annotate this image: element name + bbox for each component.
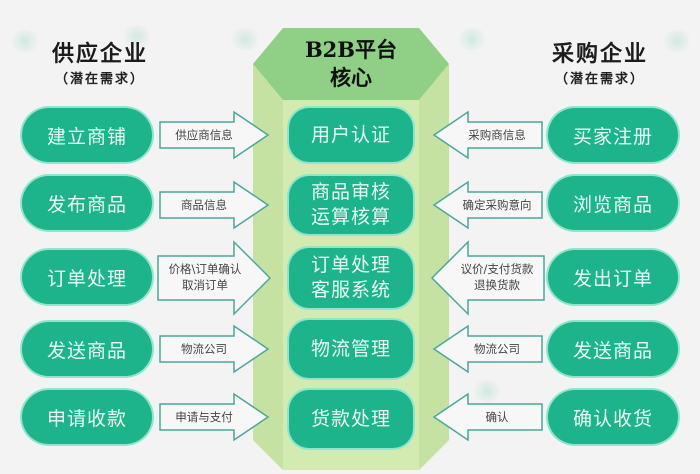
arrow-left-icon [432, 324, 543, 374]
supplier-title: 供应企业 [51, 42, 148, 67]
arrow-left-icon [432, 180, 543, 230]
buyer-step-ship-product[interactable]: 发送商品 [548, 322, 678, 376]
module-label: 订单处理 [310, 254, 391, 276]
arrow-right-product-info: 商品信息 [158, 180, 270, 230]
buyer-step-register[interactable]: 买家注册 [548, 108, 678, 162]
module-label: 商品审核 [310, 181, 391, 203]
arrow-label: 议价/支付货款 [460, 262, 534, 276]
arrow-label: 确定采购意向 [462, 198, 532, 212]
arrow-label: 商品信息 [181, 198, 227, 212]
supplier-step-publish-product[interactable]: 发布商品 [22, 176, 152, 230]
module-logistics[interactable]: 物流管理 [289, 320, 413, 378]
platform-title-line1: B2B平台 [304, 37, 398, 62]
module-label: 客服系统 [310, 279, 391, 301]
arrow-right-order-confirm: 价格\订单确认 取消订单 [156, 240, 272, 316]
arrow-left-buyer-info: 采购商信息 [432, 110, 544, 160]
buyer-step-place-order[interactable]: 发出订单 [548, 250, 678, 304]
watermark-blob [8, 30, 42, 52]
module-label: 物流管理 [310, 337, 391, 360]
platform-title-line2: 核心 [330, 65, 372, 90]
arrow-left-icon [432, 110, 543, 160]
arrow-label: 采购商信息 [468, 128, 526, 142]
arrow-label: 确认 [485, 410, 509, 424]
arrow-left-confirm: 确认 [432, 392, 544, 442]
module-product-review[interactable]: 商品审核 运算核算 [289, 176, 413, 234]
watermark-blob [660, 30, 694, 52]
arrow-right-apply-payment: 申请与支付 [158, 392, 270, 442]
arrow-left-logistics: 物流公司 [432, 324, 544, 374]
buyer-title: 采购企业 [551, 42, 648, 67]
platform-title: B2B平台 核心 [253, 28, 449, 100]
arrow-label: 物流公司 [474, 342, 520, 356]
arrow-right-icon [159, 392, 270, 442]
arrow-right-icon [159, 110, 270, 160]
arrow-right-icon [159, 324, 270, 374]
arrow-right-icon [159, 180, 270, 230]
supplier-step-request-payment[interactable]: 申请收款 [22, 390, 152, 444]
watermark-blob [455, 28, 489, 50]
arrow-label: 物流公司 [181, 342, 227, 356]
arrow-right-icon [157, 240, 272, 316]
supplier-step-ship-product[interactable]: 发送商品 [22, 322, 152, 376]
arrow-right-logistics: 物流公司 [158, 324, 270, 374]
arrow-left-icon [430, 240, 545, 316]
supplier-step-open-store[interactable]: 建立商铺 [22, 108, 152, 162]
arrow-left-purchase-intent: 确定采购意向 [432, 180, 544, 230]
module-payment[interactable]: 货款处理 [289, 390, 413, 448]
arrow-label: 申请与支付 [175, 410, 233, 424]
arrow-right-supplier-info: 供应商信息 [158, 110, 270, 160]
supplier-subtitle: （潜在需求） [54, 72, 145, 87]
arrow-label: 价格\订单确认 [168, 262, 242, 276]
arrow-label: 取消订单 [182, 278, 228, 292]
module-label: 运算核算 [310, 206, 391, 228]
buyer-step-browse-products[interactable]: 浏览商品 [548, 176, 678, 230]
module-order-processing[interactable]: 订单处理 客服系统 [289, 248, 413, 308]
module-user-auth[interactable]: 用户认证 [289, 108, 413, 162]
arrow-label: 退换货款 [474, 278, 520, 292]
watermark-blob [470, 380, 504, 402]
arrow-label: 供应商信息 [175, 128, 233, 142]
watermark-blob [228, 28, 262, 50]
buyer-step-confirm-receipt[interactable]: 确认收货 [548, 390, 678, 444]
buyer-subtitle: （潜在需求） [554, 72, 645, 87]
module-label: 货款处理 [310, 407, 391, 430]
module-label: 用户认证 [310, 123, 391, 146]
arrow-left-icon [432, 392, 543, 442]
arrow-left-negotiate-pay: 议价/支付货款 退换货款 [430, 240, 546, 316]
watermark-blob [120, 25, 154, 47]
supplier-step-order-processing[interactable]: 订单处理 [22, 250, 152, 304]
